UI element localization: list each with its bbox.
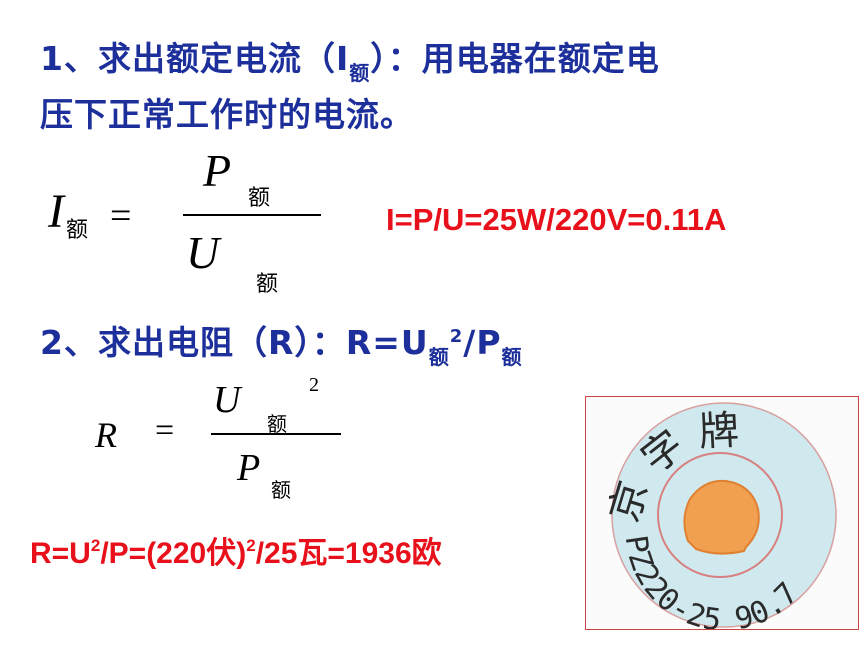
- heading-2-sub1: 额: [428, 345, 450, 369]
- formula1-numerator-sub: 额: [248, 185, 271, 210]
- heading-2-sup: 2: [449, 326, 464, 347]
- calc2-part-a: R=U: [30, 537, 91, 570]
- formula-rated-current: I 额 = P 额 U 额: [48, 142, 348, 302]
- formula-resistance: R = U 额 2 P 额: [95, 372, 355, 502]
- formula2-numerator: U: [213, 379, 241, 421]
- heading-2-mid: /P: [463, 323, 502, 362]
- calc2-sup2: 2: [246, 536, 256, 555]
- bulb-inner-ring: [657, 452, 783, 578]
- bulb-label-image: 京 字 牌 PZ220-25 90.7: [585, 396, 859, 638]
- heading-2-sub2: 额: [501, 345, 523, 369]
- calc2-sup1: 2: [90, 536, 101, 555]
- calc-current: I=P/U=25W/220V=0.11A: [386, 202, 727, 237]
- formula1-denominator: U: [186, 227, 220, 278]
- formula1-numerator: P: [203, 145, 232, 196]
- calc2-part-c: /25瓦=1936欧: [255, 537, 442, 570]
- heading-2-prefix: 2、求出电阻（R）：R=U: [40, 323, 429, 362]
- heading-1-prefix: 1、求出额定电流（I: [40, 39, 350, 78]
- heading-1: 1、求出额定电流（I额）：用电器在额定电: [40, 32, 660, 85]
- formula1-fraction-bar: [183, 214, 321, 216]
- formula2-exponent: 2: [309, 374, 319, 396]
- formula2-numerator-sub: 额: [267, 414, 287, 436]
- formula1-lhs-sub: 额: [66, 218, 89, 243]
- bulb-stamp-icon: 京 字 牌 PZ220-25 90.7: [601, 402, 837, 638]
- bulb-center-shape: [683, 479, 760, 555]
- formula1-equals: =: [110, 195, 132, 237]
- calc-resistance: R=U2/P=(220伏)2/25瓦=1936欧: [30, 528, 442, 572]
- calc2-part-b: /P=(220伏): [100, 537, 247, 570]
- heading-2: 2、求出电阻（R）：R=U额2/P额: [40, 316, 523, 369]
- formula2-lhs: R: [95, 415, 117, 455]
- heading-1-cont: 压下正常工作时的电流。: [40, 95, 414, 134]
- formula1-lhs: I: [48, 185, 64, 238]
- heading-1-sub: 额: [349, 61, 371, 85]
- formula2-fraction-bar: [211, 433, 341, 435]
- formula2-denominator-sub: 额: [271, 480, 291, 502]
- formula2-equals: =: [155, 412, 175, 449]
- heading-1-suffix: ）：用电器在额定电: [370, 39, 660, 78]
- formula2-denominator: P: [237, 447, 261, 489]
- formula1-denominator-sub: 额: [256, 271, 279, 296]
